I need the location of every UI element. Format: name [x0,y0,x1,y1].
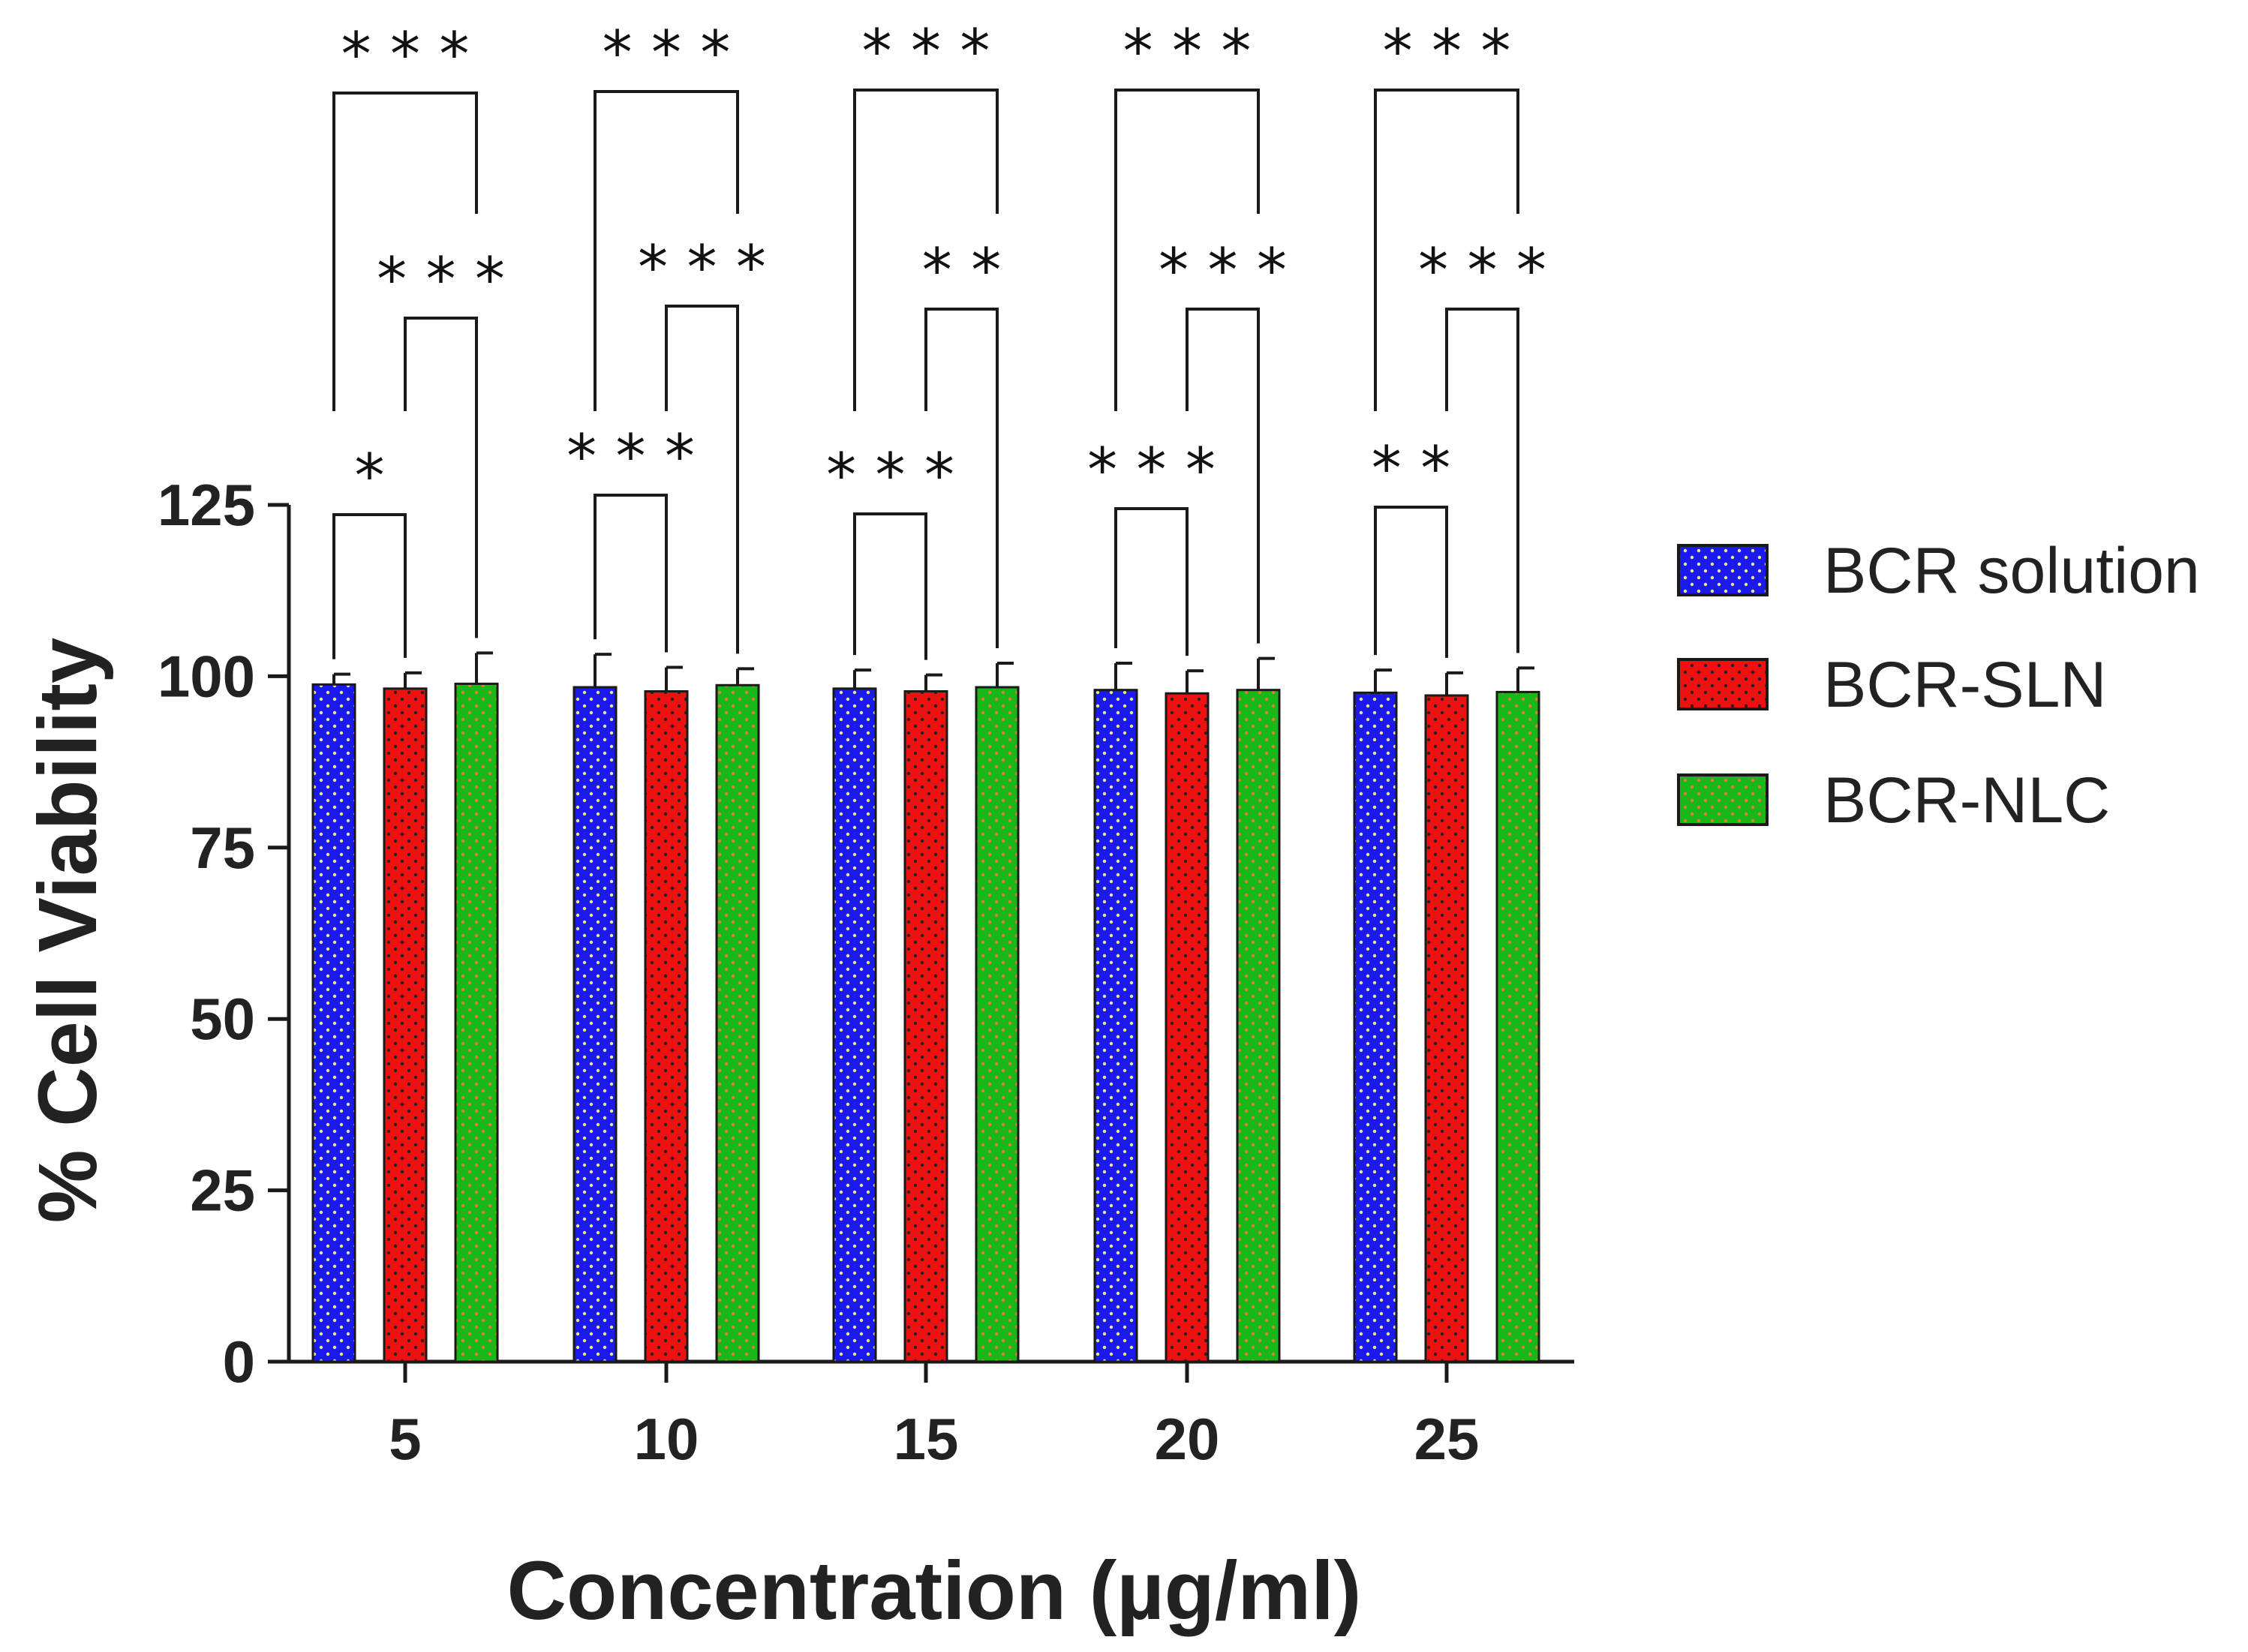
legend-label: BCR-NLC [1823,764,2110,837]
bar [1093,689,1138,1363]
significance-label: * * * [341,20,470,89]
bar [1165,692,1210,1363]
significance-bracket [1374,89,1519,411]
significance-bracket [594,494,668,653]
bar [311,683,356,1363]
x-tick-label: 25 [1414,1406,1480,1472]
bar [573,686,618,1363]
significance-label: * * * [638,233,766,302]
bar [975,686,1020,1363]
y-tick-label: 25 [190,1158,255,1224]
bar [903,689,948,1363]
bar [715,683,760,1363]
significance-label: * * * [1123,17,1252,86]
significance-label: * [355,441,385,511]
y-tick-label: 100 [158,643,255,709]
significance-label: * * * [603,18,731,88]
significance-bracket [404,317,478,638]
bar [1495,690,1540,1363]
significance-bracket [1374,506,1448,658]
x-axis-title: Concentration (µg/ml) [507,1545,1362,1637]
significance-bracket [853,512,927,660]
y-tick-label: 50 [190,986,255,1052]
significance-label: * * * [1087,435,1216,505]
bar [644,689,689,1363]
y-tick-label: 0 [223,1329,255,1395]
y-tick-label: 125 [158,472,255,538]
bar [1236,689,1281,1363]
x-tick-label: 20 [1155,1406,1220,1472]
significance-label: * * * [1383,17,1511,86]
significance-bracket [1445,308,1519,653]
significance-label: * * * [1418,236,1546,305]
significance-bracket [924,308,999,649]
significance-bracket [853,89,999,411]
significance-label: * * * [567,422,695,491]
x-tick-label: 10 [634,1406,699,1472]
plot-area: 0 25 50 75 100 125 5 10 15 20 25 * * * * * * * * * * * … [158,17,1574,1472]
significance-bracket [1114,507,1189,656]
legend-label: BCR solution [1823,535,2200,607]
legend-label: BCR-SLN [1823,649,2107,721]
y-tick-label: 75 [190,815,255,881]
bar [832,687,877,1363]
legend-swatch [1677,658,1769,710]
significance-label: * * [922,236,1001,305]
y-axis-title: % Cell Viability [22,638,114,1223]
significance-label: * * [1372,434,1450,503]
significance-label: * * * [862,17,990,86]
significance-bracket [332,513,407,659]
significance-label: * * * [826,440,954,510]
x-tick-label: 5 [389,1406,421,1472]
significance-bracket [332,92,478,411]
significance-bracket [665,305,739,654]
significance-bracket [594,90,739,411]
legend-swatch [1677,773,1769,826]
significance-bracket [1186,308,1260,644]
x-tick-label: 15 [894,1406,959,1472]
significance-label: * * * [1159,236,1287,305]
bar [383,687,428,1363]
bar [454,682,499,1363]
significance-bracket [1114,89,1260,411]
bar [1424,694,1469,1363]
significance-label: * * * [377,245,505,314]
legend-swatch [1677,544,1769,596]
bar [1353,691,1398,1363]
